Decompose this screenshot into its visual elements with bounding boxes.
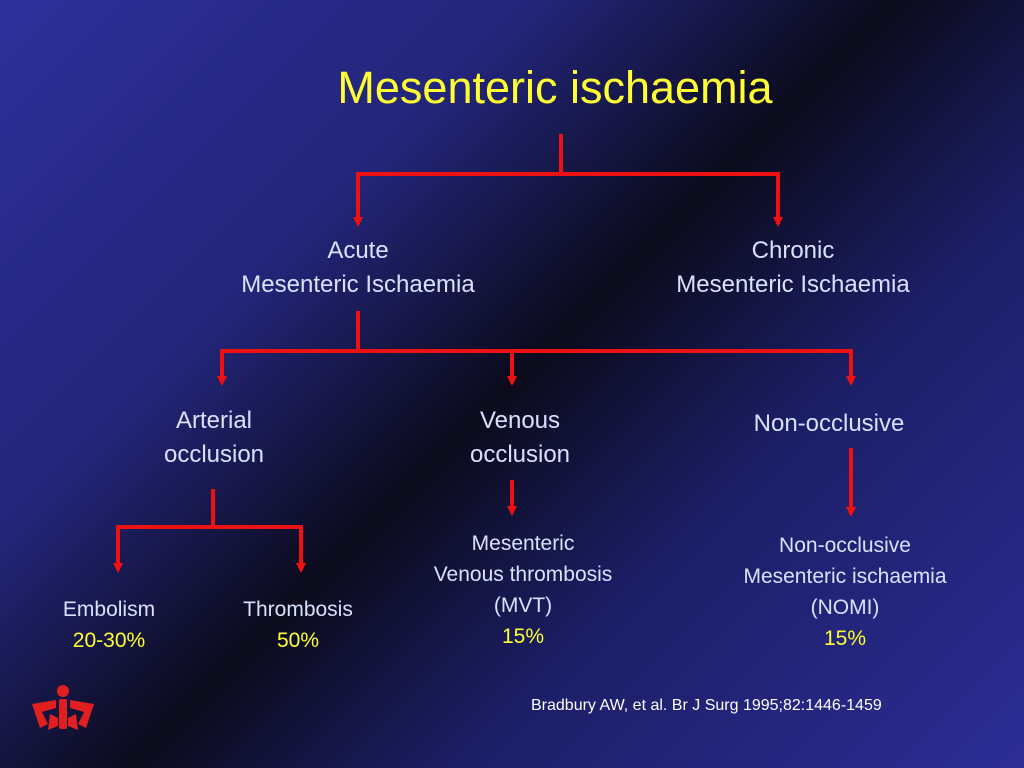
nomi-line1: Non-occlusive xyxy=(779,534,911,557)
nomi-line3: (NOMI) xyxy=(810,596,880,619)
mvt-percent: 15% xyxy=(501,625,545,648)
slide-title: Mesenteric ischaemia xyxy=(337,62,773,113)
acute-line2: Mesenteric Ischaemia xyxy=(241,271,475,298)
arterial-line2: occlusion xyxy=(163,441,265,468)
nonocclusive-line1: Non-occlusive xyxy=(753,410,905,437)
embolism-label: Embolism xyxy=(62,598,156,621)
chronic-line2: Mesenteric Ischaemia xyxy=(676,271,910,298)
society-logo-icon xyxy=(32,685,94,730)
venous-line1: Venous xyxy=(479,407,561,434)
nomi-percent: 15% xyxy=(823,627,867,650)
chronic-line1: Chronic xyxy=(751,237,835,264)
mvt-line2: Venous thrombosis xyxy=(433,563,613,586)
embolism-node: Embolism 20-30% xyxy=(63,594,155,656)
arterial-line1: Arterial xyxy=(175,407,253,434)
thrombosis-label: Thrombosis xyxy=(243,598,353,621)
nomi-line2: Mesenteric ischaemia xyxy=(743,565,947,588)
thrombosis-percent: 50% xyxy=(276,629,320,652)
venous-line2: occlusion xyxy=(469,441,571,468)
arterial-node: Arterial occlusion xyxy=(164,404,264,472)
nonocclusive-node: Non-occlusive xyxy=(754,407,905,441)
nomi-node: Non-occlusive Mesenteric ischaemia (NOMI… xyxy=(743,530,946,654)
chronic-node: Chronic Mesenteric Ischaemia xyxy=(676,234,909,302)
citation: Bradbury AW, et al. Br J Surg 1995;82:14… xyxy=(531,697,882,714)
acute-node: Acute Mesenteric Ischaemia xyxy=(241,234,474,302)
mvt-line1: Mesenteric xyxy=(471,532,575,555)
embolism-percent: 20-30% xyxy=(72,629,146,652)
mvt-line3: (MVT) xyxy=(493,594,553,617)
venous-node: Venous occlusion xyxy=(470,404,570,472)
thrombosis-node: Thrombosis 50% xyxy=(243,594,353,656)
acute-line1: Acute xyxy=(327,237,389,264)
mvt-node: Mesenteric Venous thrombosis (MVT) 15% xyxy=(434,528,613,652)
